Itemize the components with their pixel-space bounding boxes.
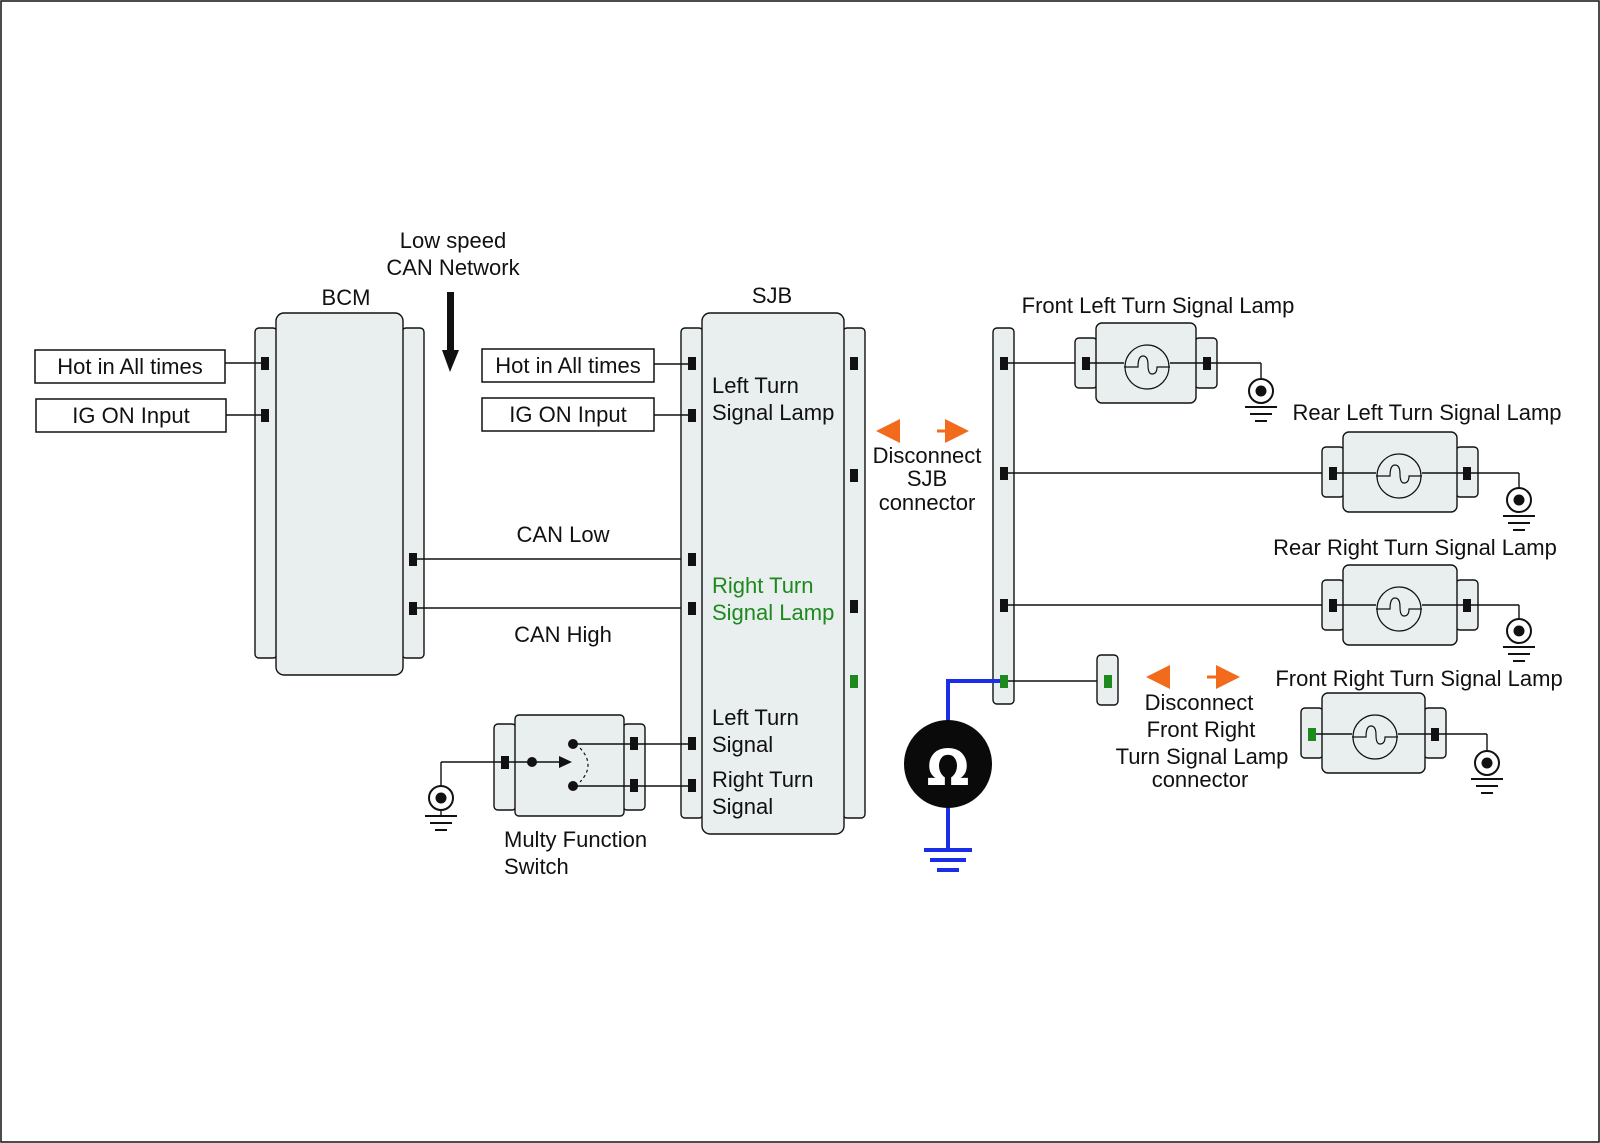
- sjb-left-lamp-line2: Signal Lamp: [712, 400, 834, 425]
- can-low-label: CAN Low: [517, 522, 610, 547]
- sjb-title: SJB: [752, 283, 792, 308]
- front-right-lamp-label: Front Right Turn Signal Lamp: [1275, 666, 1562, 691]
- sjb-module: [680, 312, 866, 835]
- sjb-input-hot-label: Hot in All times: [495, 353, 641, 378]
- bcm-input-ig: IG ON Input: [35, 398, 227, 433]
- rear-right-ground-icon: [1503, 618, 1535, 662]
- bcm-input-hot: Hot in All times: [34, 349, 226, 384]
- sjb-right-lamp-line2: Signal Lamp: [712, 600, 834, 625]
- disconnect-sjb-line1: Disconnect: [873, 443, 982, 468]
- bcm-pin-can-low: [409, 553, 417, 566]
- sjb-right-signal-line2: Signal: [712, 794, 773, 819]
- sjb-pin-out-3: [850, 600, 858, 613]
- sjb-pin-out-1: [850, 357, 858, 370]
- harness-pin-front-right: [1000, 675, 1008, 688]
- disconnect-fr-line2: Front Right: [1147, 717, 1256, 742]
- can-high-label: CAN High: [514, 622, 612, 647]
- bcm-input-hot-label: Hot in All times: [57, 354, 203, 379]
- front-left-lamp: [1074, 322, 1218, 404]
- network-label-line1: Low speed: [400, 228, 506, 253]
- sjb-input-ig: IG ON Input: [481, 397, 655, 432]
- rear-right-lamp: [1321, 564, 1479, 646]
- bcm-module: [254, 312, 425, 676]
- switch-label-line2: Switch: [504, 854, 569, 879]
- rear-left-lamp: [1321, 431, 1479, 513]
- front-left-lamp-label: Front Left Turn Signal Lamp: [1022, 293, 1295, 318]
- sjb-input-ig-label: IG ON Input: [509, 402, 626, 427]
- disconnect-fr-line3: Turn Signal Lamp: [1116, 744, 1289, 769]
- sjb-pin-can-high: [688, 602, 696, 615]
- sjb-right-signal-line1: Right Turn: [712, 767, 814, 792]
- switch-ground-icon: [425, 761, 501, 831]
- rear-right-lamp-label: Rear Right Turn Signal Lamp: [1273, 535, 1557, 560]
- sjb-left-signal-line2: Signal: [712, 732, 773, 757]
- can-network-arrow: [442, 292, 459, 372]
- disconnect-fr-line4: connector: [1152, 767, 1249, 792]
- ohmmeter-icon: Ω: [904, 679, 1000, 872]
- bcm-input-ig-label: IG ON Input: [72, 403, 189, 428]
- bcm-pin-ig: [261, 409, 269, 422]
- sjb-pin-left-signal: [688, 737, 696, 750]
- bcm-pin-hot: [261, 357, 269, 370]
- disconnect-sjb-line3: connector: [879, 490, 976, 515]
- sjb-harness-connector: [992, 327, 1015, 705]
- sjb-pin-right-signal: [688, 779, 696, 792]
- sjb-left-lamp-line1: Left Turn: [712, 373, 799, 398]
- rear-left-ground-icon: [1503, 487, 1535, 531]
- disconnect-sjb-line2: SJB: [907, 466, 947, 491]
- sjb-pin-can-low: [688, 553, 696, 566]
- multi-function-switch: [493, 714, 646, 817]
- sjb-left-signal-line1: Left Turn: [712, 705, 799, 730]
- bcm-title: BCM: [322, 285, 371, 310]
- sjb-pin-out-front-right: [850, 675, 858, 688]
- ohm-symbol: Ω: [927, 739, 970, 797]
- sjb-pin-hot: [688, 357, 696, 370]
- sjb-pin-out-2: [850, 469, 858, 482]
- front-right-lamp: [1300, 692, 1447, 774]
- network-label-line2: CAN Network: [386, 255, 520, 280]
- front-left-ground-icon: [1245, 378, 1277, 422]
- sjb-right-lamp-line1: Right Turn: [712, 573, 814, 598]
- switch-label-line1: Multy Function: [504, 827, 647, 852]
- front-right-ground-icon: [1471, 750, 1503, 794]
- rear-left-lamp-label: Rear Left Turn Signal Lamp: [1292, 400, 1561, 425]
- bcm-pin-can-high: [409, 602, 417, 615]
- sjb-input-hot: Hot in All times: [481, 348, 655, 383]
- disconnect-fr-line1: Disconnect: [1145, 690, 1254, 715]
- sjb-pin-ig: [688, 409, 696, 422]
